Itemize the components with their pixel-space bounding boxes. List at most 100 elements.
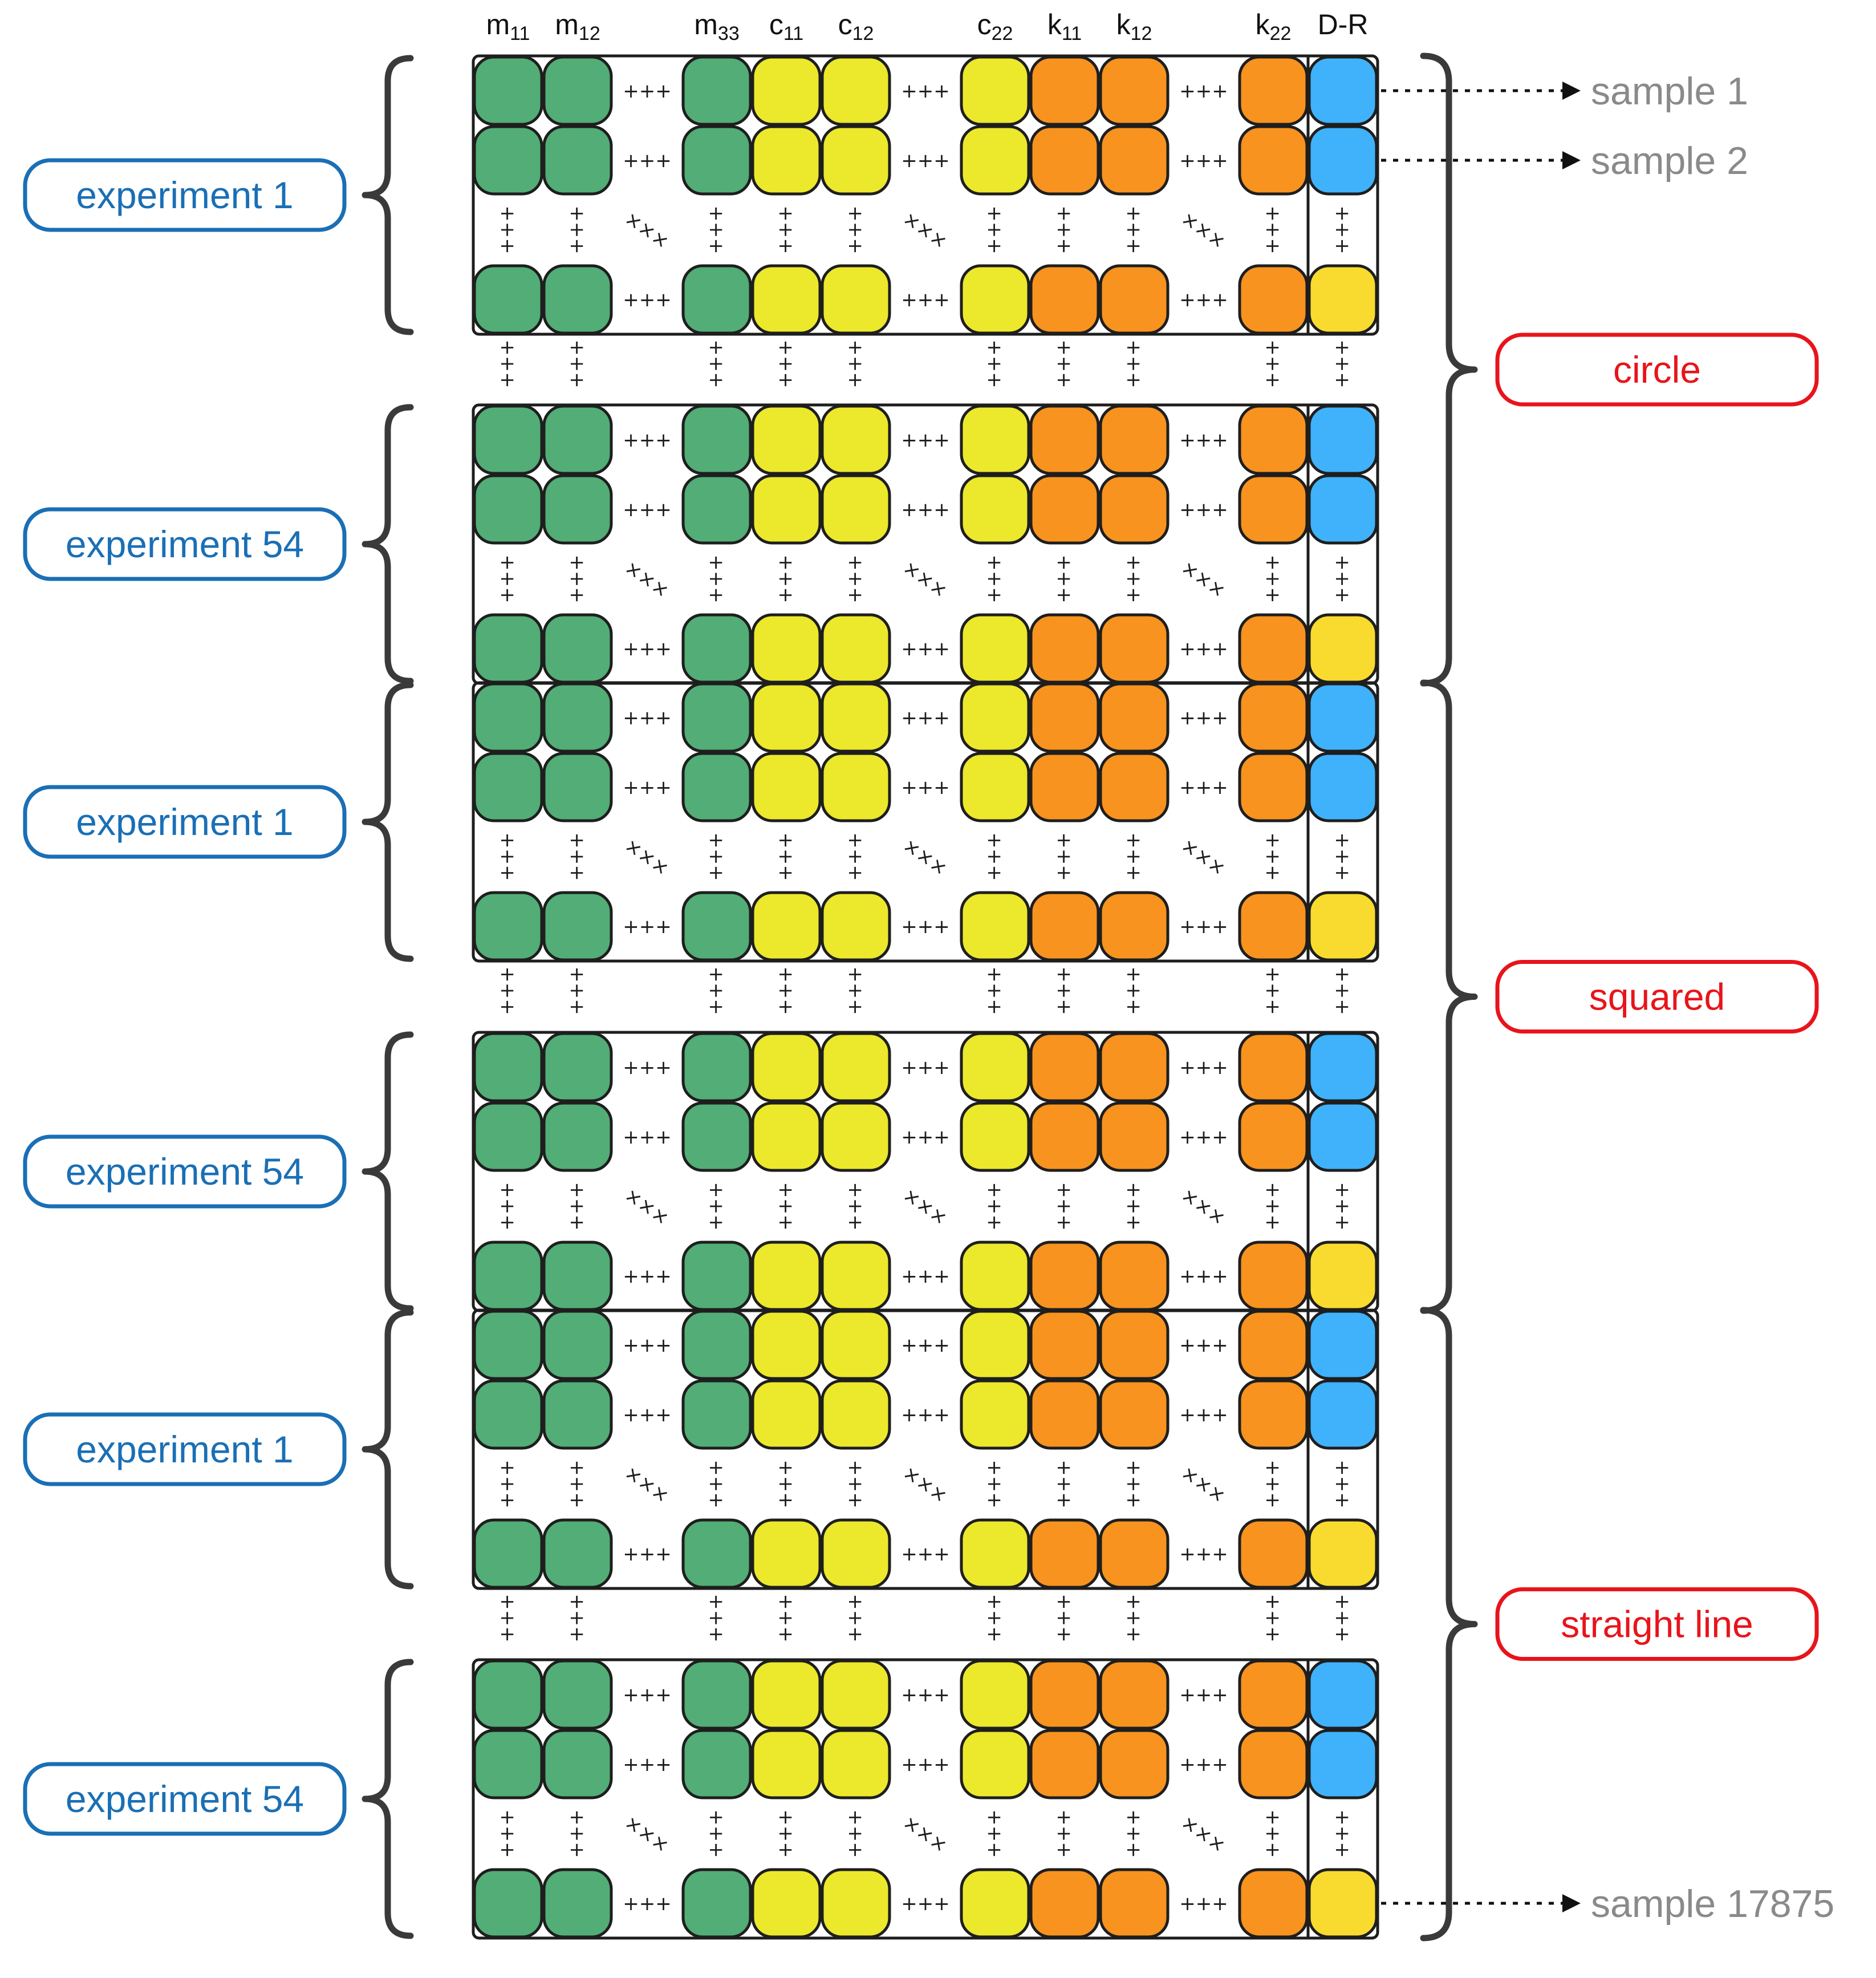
row-continuation-dots: +++ xyxy=(901,1126,949,1149)
cell-m12 xyxy=(542,1659,613,1730)
cell-m33 xyxy=(681,1729,752,1799)
cell-k22 xyxy=(1238,1032,1309,1103)
row-continuation-dots: +++ xyxy=(623,776,671,799)
experiment-label-box xyxy=(23,158,347,232)
block-continuation-dots: +++ xyxy=(496,339,519,388)
block-frame xyxy=(472,54,1379,336)
cell-m33 xyxy=(681,1032,752,1103)
class-group: circle xyxy=(1420,52,1819,687)
sample-pointer: sample 17875 xyxy=(1381,1882,1834,1926)
block-continuation-dots: +++ xyxy=(1053,966,1075,1015)
column-header-m33: m33 xyxy=(694,9,739,44)
row-continuation-dots: +++ xyxy=(901,149,949,172)
cell-m33 xyxy=(681,1310,752,1380)
experiment-brace xyxy=(362,682,414,962)
cell-c12 xyxy=(821,613,891,684)
diagonal-dots: ××× xyxy=(620,556,673,603)
block-continuation-dots: +++ xyxy=(1122,966,1145,1015)
block-continuation-dots: +++ xyxy=(983,1594,1006,1642)
experiment-block: +++++++++++++++++++++++++++++++++×××++++… xyxy=(23,1658,1379,1940)
column-continuation-dots: +++ xyxy=(983,205,1006,254)
cell-c11 xyxy=(751,264,822,335)
block-continuation-dots: +++ xyxy=(844,339,867,388)
cell-m12 xyxy=(542,404,613,475)
experiment-label-box xyxy=(23,785,347,859)
column-continuation-dots: +++ xyxy=(566,554,588,603)
row-continuation-dots: +++ xyxy=(901,1404,949,1426)
column-continuation-dots: +++ xyxy=(566,1182,588,1230)
block-continuation-dots: +++ xyxy=(496,966,519,1015)
experiment-brace xyxy=(362,1659,414,1939)
row-continuation-dots: +++ xyxy=(901,289,949,311)
row-continuation-dots: +++ xyxy=(623,289,671,311)
cell-k22 xyxy=(1238,1379,1309,1450)
cell-k12 xyxy=(1099,1729,1170,1799)
experiment-label-box xyxy=(23,1134,347,1209)
cell-k11 xyxy=(1029,1868,1100,1939)
row-continuation-dots: +++ xyxy=(623,638,671,660)
column-continuation-dots: +++ xyxy=(844,1460,867,1508)
cell-k12 xyxy=(1099,1310,1170,1380)
cell-c11 xyxy=(751,404,822,475)
cell-m11 xyxy=(473,1379,543,1450)
cell-k11 xyxy=(1029,264,1100,335)
column-continuation-dots: +++ xyxy=(1331,1460,1354,1508)
cell-k12 xyxy=(1099,1101,1170,1172)
cell-c12 xyxy=(821,752,891,822)
cell-dr xyxy=(1307,1241,1378,1311)
cell-m12 xyxy=(542,125,613,196)
cell-k12 xyxy=(1099,891,1170,962)
cell-k11 xyxy=(1029,1729,1100,1799)
cell-k22 xyxy=(1238,264,1309,335)
column-continuation-dots: +++ xyxy=(496,832,519,881)
arrow-right-icon xyxy=(1562,1894,1581,1912)
row-continuation-dots: +++ xyxy=(1179,1543,1228,1566)
cell-dr xyxy=(1307,55,1378,126)
block-continuation-dots: +++ xyxy=(844,966,867,1015)
sample-label: sample 2 xyxy=(1591,139,1748,183)
cell-dr xyxy=(1307,1032,1378,1103)
cell-c22 xyxy=(960,1032,1030,1103)
column-continuation-dots: +++ xyxy=(1122,554,1145,603)
diagonal-dots: ××× xyxy=(620,1461,673,1508)
block-frame xyxy=(472,1658,1379,1940)
cell-k11 xyxy=(1029,474,1100,545)
cell-k11 xyxy=(1029,891,1100,962)
row-continuation-dots: +++ xyxy=(623,1684,671,1707)
cell-m11 xyxy=(473,1310,543,1380)
column-continuation-dots: +++ xyxy=(496,554,519,603)
cell-m12 xyxy=(542,264,613,335)
cell-c22 xyxy=(960,264,1030,335)
cell-m11 xyxy=(473,752,543,822)
cell-m11 xyxy=(473,891,543,962)
column-continuation-dots: +++ xyxy=(774,1460,797,1508)
cell-k12 xyxy=(1099,474,1170,545)
cell-k11 xyxy=(1029,1379,1100,1450)
row-continuation-dots: +++ xyxy=(901,1753,949,1776)
row-continuation-dots: +++ xyxy=(1179,498,1228,521)
column-continuation-dots: +++ xyxy=(983,1182,1006,1230)
cell-k11 xyxy=(1029,1101,1100,1172)
cell-c11 xyxy=(751,1032,822,1103)
cell-c12 xyxy=(821,1659,891,1730)
column-continuation-dots: +++ xyxy=(1331,554,1354,603)
column-header-m12: m12 xyxy=(555,9,600,44)
diagonal-dots: ××× xyxy=(1177,1811,1230,1858)
cell-k12 xyxy=(1099,1379,1170,1450)
cell-k22 xyxy=(1238,752,1309,822)
column-continuation-dots: +++ xyxy=(983,832,1006,881)
row-continuation-dots: +++ xyxy=(901,915,949,938)
cell-c22 xyxy=(960,752,1030,822)
cell-k11 xyxy=(1029,1032,1100,1103)
cell-m11 xyxy=(473,1101,543,1172)
row-continuation-dots: +++ xyxy=(623,80,671,103)
class-group: squared xyxy=(1420,679,1819,1314)
cell-k11 xyxy=(1029,1241,1100,1311)
column-header-c12: c12 xyxy=(838,9,874,44)
column-continuation-dots: +++ xyxy=(566,1460,588,1508)
experiment-block: +++++++++++++++++++++++++++++++++×××++++… xyxy=(23,1308,1379,1643)
cell-m11 xyxy=(473,682,543,753)
row-continuation-dots: +++ xyxy=(901,776,949,799)
